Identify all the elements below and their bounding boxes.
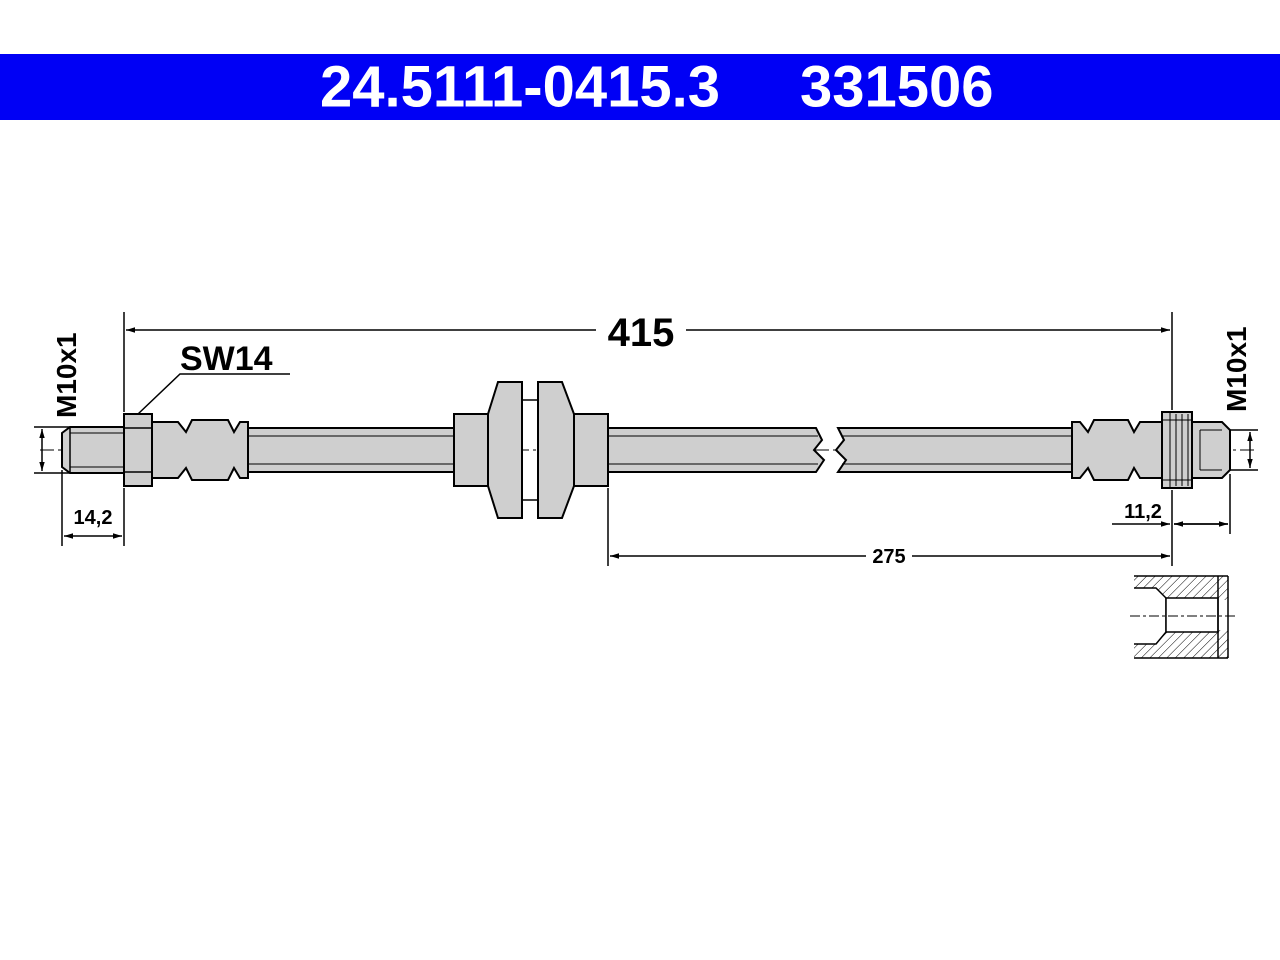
part-number: 24.5111-0415.3 — [320, 54, 720, 120]
dimension-left-fitting — [61, 470, 125, 546]
hose-right — [834, 427, 1073, 473]
wrench-size-leader — [137, 373, 290, 415]
header-bar: 24.5111-0415.3 331506 — [0, 54, 1280, 120]
dimension-thread-right — [1230, 429, 1258, 471]
bracket-dimension-label: 275 — [872, 546, 905, 568]
brake-hose — [61, 381, 1231, 519]
dimension-total — [123, 312, 1173, 412]
dimension-thread-left — [34, 426, 70, 474]
wrench-size-label: SW14 — [180, 340, 273, 378]
dimension-bracket — [607, 488, 1173, 566]
reference-number: 331506 — [800, 54, 994, 120]
bracket-flange-left — [487, 381, 523, 519]
thread-left-label: M10x1 — [51, 332, 82, 418]
left-ferrule — [151, 419, 249, 481]
left-thread-stub — [61, 426, 125, 474]
socket-section-detail — [1130, 575, 1236, 659]
left-hex-nut — [123, 413, 153, 487]
hose-left — [247, 427, 455, 473]
left-fitting-label: 14,2 — [74, 507, 113, 529]
thread-right-label: M10x1 — [1221, 326, 1252, 412]
dimension-total-label: 415 — [608, 311, 675, 355]
right-knurled-nut — [1161, 411, 1193, 489]
bracket-sleeve-right — [573, 413, 609, 487]
hose-mid — [607, 427, 826, 473]
right-fitting-label: 11,2 — [1124, 501, 1162, 523]
right-ferrule — [1071, 419, 1163, 481]
dimension-right-fitting — [1112, 474, 1231, 534]
bracket-flange-right — [537, 381, 575, 519]
